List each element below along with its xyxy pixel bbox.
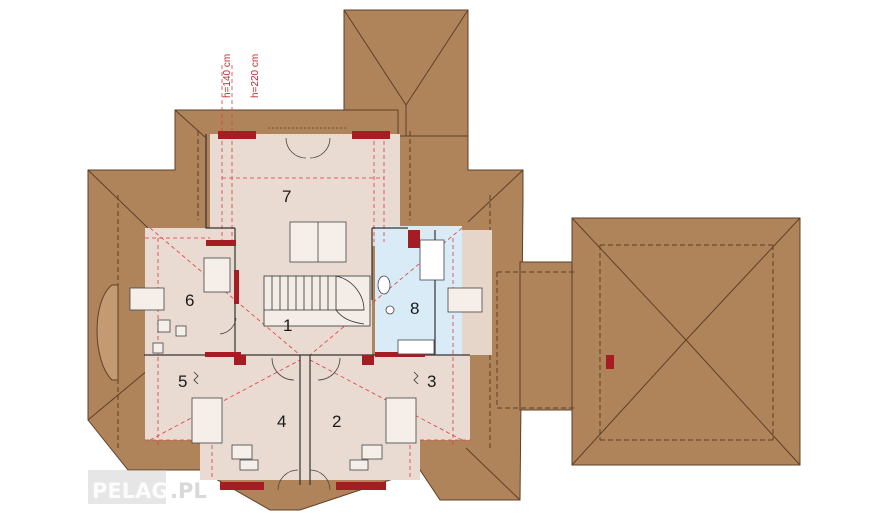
bay-window-outline (96, 284, 119, 381)
room-label-6: 6 (185, 291, 194, 310)
room-label-7: 7 (282, 187, 291, 206)
watermark-part-3: .PL (170, 479, 207, 503)
watermark-part-2: PELAG (92, 479, 169, 503)
door-swings (219, 127, 348, 491)
room-label-5: 5 (178, 372, 187, 391)
room-label-4: 4 (277, 412, 286, 431)
room-label-2: 2 (332, 412, 341, 431)
room-label-8: 8 (410, 299, 419, 318)
watermark-part-1: ARCHI (22, 479, 95, 503)
height-label-140: h=140 cm (222, 54, 233, 98)
height-label-220: h=220 cm (250, 54, 261, 98)
room-label-1: 1 (283, 316, 292, 335)
staircase (263, 275, 371, 327)
ceiling-markers (193, 371, 419, 385)
room-label-3: 3 (427, 372, 436, 391)
furniture (129, 221, 483, 471)
archipelag-watermark-logo: ARCHI PELAG .PL (22, 470, 207, 504)
walls-load-bearing (205, 131, 614, 490)
